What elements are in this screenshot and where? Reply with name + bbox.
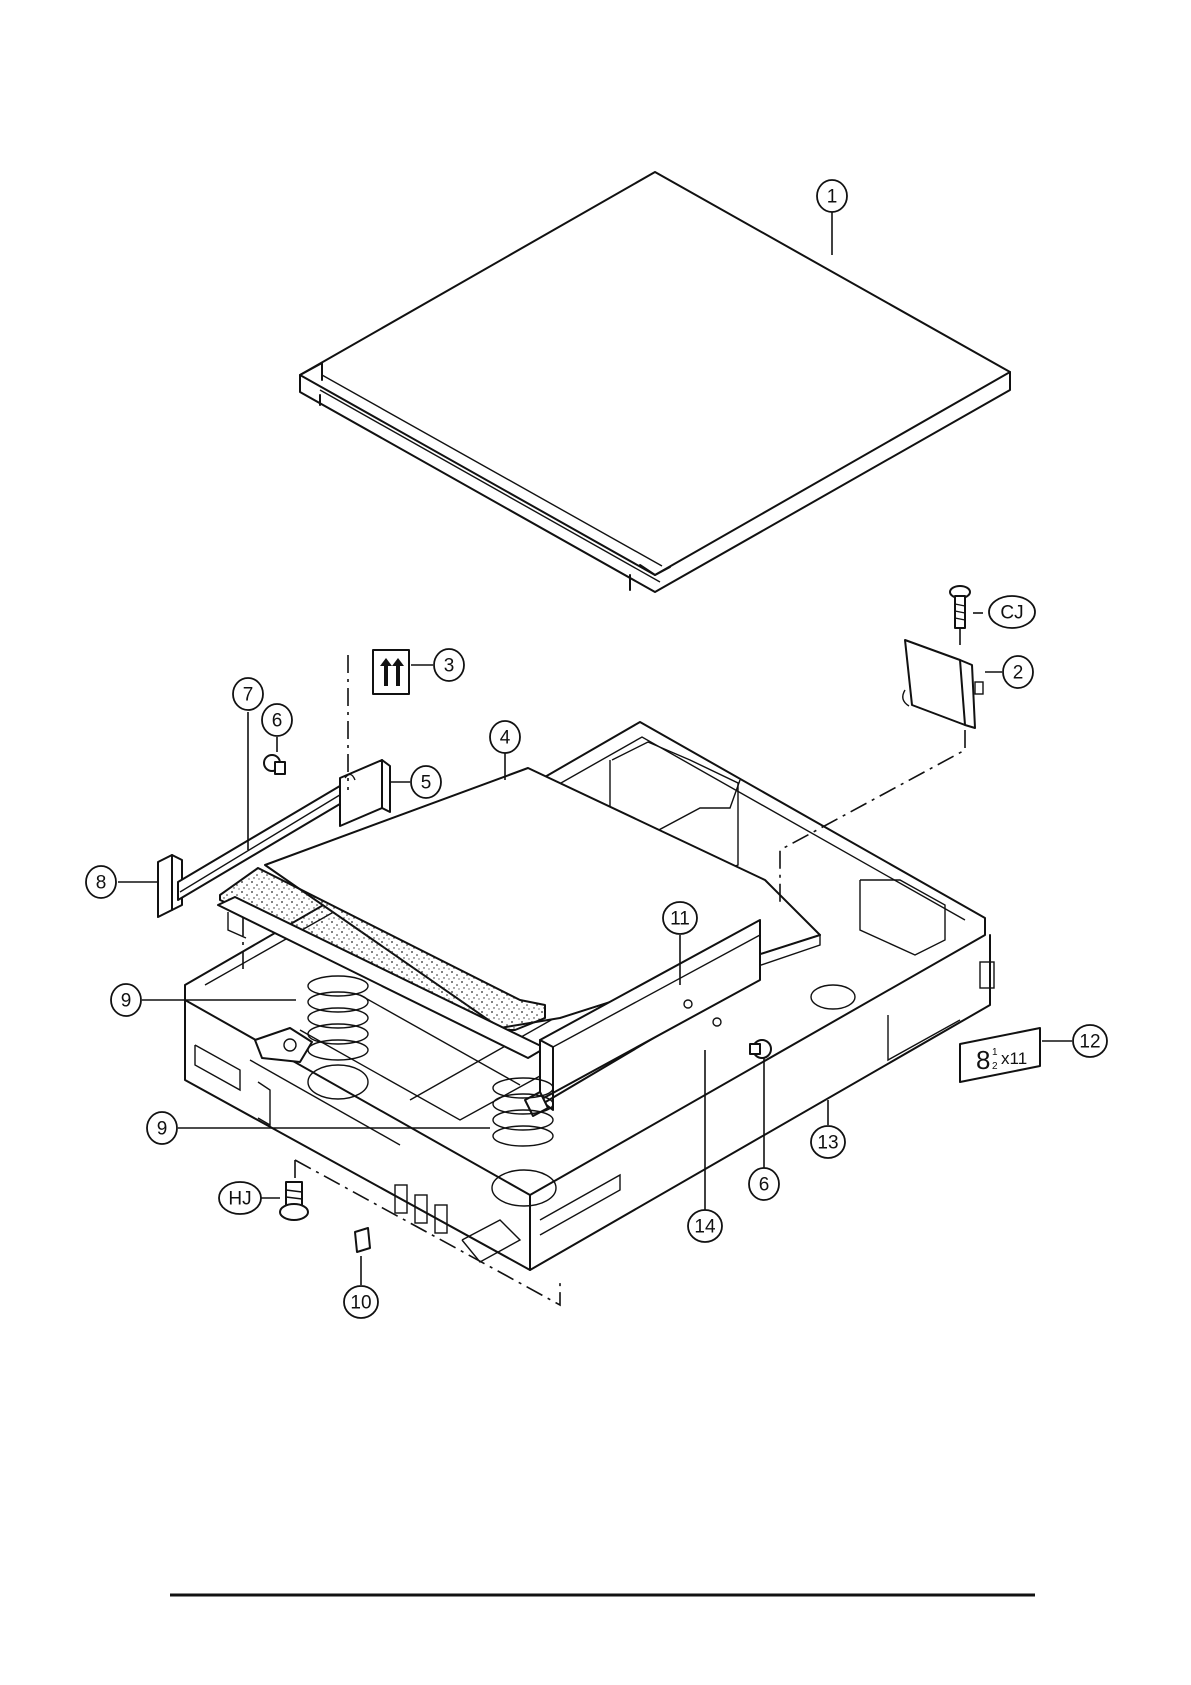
svg-text:2: 2 — [1013, 663, 1024, 684]
svg-text:6: 6 — [759, 1175, 770, 1196]
callout-8: 8 — [86, 866, 116, 898]
callout-7: 7 — [233, 678, 263, 710]
arrow-label-part-3 — [373, 650, 409, 694]
svg-text:13: 13 — [817, 1133, 838, 1154]
paper-size-fraction-num: 1 — [992, 1047, 998, 1058]
svg-text:7: 7 — [243, 685, 254, 706]
screw-cj — [950, 586, 970, 628]
callout-10: 10 — [344, 1286, 378, 1318]
callout-1: 1 — [817, 180, 847, 212]
screw-6-lower — [750, 1040, 771, 1058]
svg-text:14: 14 — [694, 1217, 716, 1238]
callout-6-upper: 6 — [262, 704, 292, 736]
callout-3: 3 — [434, 649, 464, 681]
paper-size-whole: 8 — [976, 1045, 990, 1075]
callout-2: 2 — [1003, 656, 1033, 688]
svg-text:3: 3 — [444, 656, 455, 677]
callout-14: 14 — [688, 1210, 722, 1242]
callout-11: 11 — [663, 902, 697, 934]
pad-part-10 — [355, 1228, 370, 1252]
spring-upper-part-9 — [308, 976, 368, 1060]
callout-5: 5 — [411, 766, 441, 798]
top-cover-part-1 — [300, 172, 1010, 592]
paper-size-rest: x11 — [1001, 1049, 1027, 1068]
callout-4: 4 — [490, 721, 520, 753]
svg-text:9: 9 — [121, 991, 132, 1012]
paper-size-label-part-12: 8 1 2 x11 — [960, 1028, 1040, 1082]
svg-text:8: 8 — [96, 873, 107, 894]
svg-text:6: 6 — [272, 711, 283, 732]
callout-6-lower: 6 — [749, 1168, 779, 1200]
paper-size-fraction-den: 2 — [992, 1061, 998, 1072]
side-cover-part-2 — [903, 640, 983, 728]
svg-text:CJ: CJ — [1000, 603, 1023, 624]
svg-text:12: 12 — [1079, 1032, 1100, 1053]
svg-text:1: 1 — [827, 187, 838, 208]
screw-6-upper — [264, 755, 285, 774]
svg-text:10: 10 — [350, 1293, 371, 1314]
svg-text:HJ: HJ — [228, 1189, 251, 1210]
callout-9-upper: 9 — [111, 984, 141, 1016]
callout-cj: CJ — [989, 596, 1035, 628]
callout-13: 13 — [811, 1126, 845, 1158]
svg-text:5: 5 — [421, 773, 432, 794]
svg-text:4: 4 — [500, 728, 511, 749]
svg-text:9: 9 — [157, 1119, 168, 1140]
callout-12: 12 — [1073, 1025, 1107, 1057]
spring-seat — [255, 1028, 312, 1062]
callout-9-lower: 9 — [147, 1112, 177, 1144]
callout-hj: HJ — [219, 1182, 261, 1214]
svg-text:11: 11 — [670, 909, 690, 930]
screw-hj — [280, 1182, 308, 1220]
